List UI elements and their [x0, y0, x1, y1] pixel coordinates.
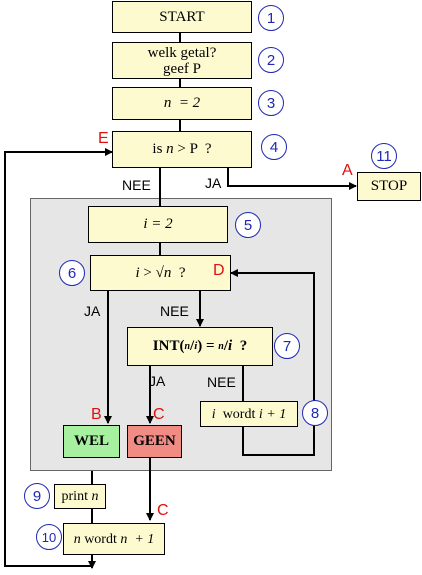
geen-box: GEEN [127, 425, 182, 458]
test-n-prefix: is [152, 141, 167, 157]
print-label: print [61, 489, 92, 504]
branch-ja-int: JA [149, 373, 166, 389]
print-box: print n [54, 484, 106, 509]
int-numerator: n [184, 341, 191, 352]
step-number-8: 8 [302, 400, 328, 426]
int-equals: ) = [197, 338, 219, 354]
init-i-box: i = 2 [88, 206, 228, 243]
geen-label: GEEN [133, 433, 176, 449]
step-number-11: 11 [371, 143, 397, 169]
int-numerator-2: n [218, 341, 224, 352]
incr-i-var: i [211, 406, 216, 422]
point-label-b: B [91, 406, 102, 423]
test-i-var-n: n [163, 264, 172, 281]
int-denominator-2: i [228, 338, 233, 354]
wel-label: WEL [73, 433, 109, 449]
test-i-var-i: i [135, 264, 140, 281]
incr-i-wordt: wordt [215, 406, 259, 422]
link-test-n-ja-stop [227, 168, 357, 190]
step-number-3: 3 [258, 90, 284, 116]
int-test-box: INT(n/i) = n/i ? [127, 327, 273, 366]
test-n-box: is n > P ? [112, 131, 252, 168]
print-var: n [91, 489, 99, 504]
step-number-6: 6 [59, 260, 85, 286]
int-denominator: i [194, 340, 198, 352]
point-label-a: A [342, 162, 353, 179]
test-i-suffix: ? [171, 264, 186, 281]
init-n-box: n = 2 [112, 87, 252, 120]
stop-label: STOP [370, 178, 408, 194]
point-label-c-incr: C [157, 502, 169, 519]
step-number-1: 1 [258, 5, 284, 31]
branch-nee-test-i: NEE [160, 303, 189, 319]
point-label-d: D [213, 262, 225, 279]
int-suffix: ? [232, 338, 248, 354]
incr-n-var: n [73, 531, 81, 547]
branch-nee-test-n: NEE [122, 177, 151, 193]
stop-box: STOP [357, 172, 421, 201]
step-number-10: 10 [36, 524, 62, 550]
test-i-box: i > √n ? [90, 255, 231, 291]
incr-n-expr: n + 1 [120, 531, 155, 547]
branch-ja-test-i: JA [84, 303, 101, 319]
point-label-e: E [98, 130, 109, 147]
step-number-7: 7 [274, 333, 300, 359]
input-instruction: geef P [163, 60, 201, 77]
int-prefix: INT( [152, 338, 185, 354]
step-number-5: 5 [235, 212, 261, 238]
link-return-to-test-n [4, 148, 113, 567]
step-number-2: 2 [258, 47, 284, 73]
input-question: welk getal? [147, 44, 217, 61]
wel-box: WEL [63, 425, 120, 458]
start-box: START [112, 1, 252, 33]
branch-ja-test-n: JA [205, 175, 222, 191]
incr-i-box: i wordt i + 1 [200, 401, 298, 427]
step-number-9: 9 [24, 483, 50, 509]
branch-nee-int: NEE [207, 374, 236, 390]
test-n-suffix: > P ? [173, 141, 212, 157]
test-n-var: n [166, 141, 174, 157]
point-label-c-geen: C [153, 406, 165, 423]
init-i-label: i = 2 [143, 216, 173, 232]
incr-i-expr: i + 1 [258, 406, 287, 422]
incr-n-wordt: wordt [80, 531, 121, 547]
start-label: START [159, 8, 205, 25]
init-n-label: n = 2 [163, 95, 201, 111]
step-number-4: 4 [261, 134, 287, 160]
test-i-sqrt: > √ [139, 264, 164, 281]
incr-n-box: n wordt n + 1 [63, 523, 165, 555]
input-box: welk getal? geef P [112, 42, 252, 79]
